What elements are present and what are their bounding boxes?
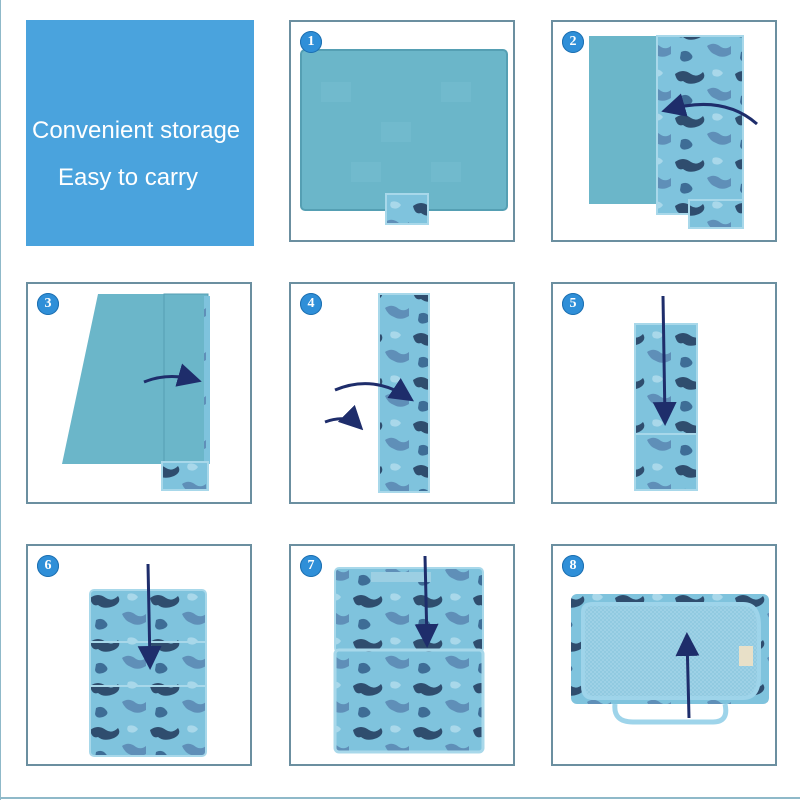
step-4-badge: 4 bbox=[300, 293, 322, 315]
fold-down-image bbox=[634, 295, 698, 491]
step-2-badge: 2 bbox=[562, 31, 584, 53]
banner-line-carry: Easy to carry bbox=[58, 164, 199, 191]
step-1-panel: 1 bbox=[289, 20, 515, 242]
step-3-badge: 3 bbox=[37, 293, 59, 315]
step-2-panel: 2 bbox=[551, 20, 777, 242]
step-1-badge: 1 bbox=[300, 31, 322, 53]
step-6-panel: 6 bbox=[26, 544, 252, 766]
banner-line-storage: Convenient storage bbox=[32, 117, 241, 144]
long-strip-image bbox=[324, 293, 430, 493]
pouch-fold-image bbox=[333, 555, 485, 754]
step-7-panel: 7 bbox=[289, 544, 515, 766]
step-7-badge: 7 bbox=[300, 555, 322, 577]
closed-mat-image bbox=[571, 594, 769, 725]
info-banner: Convenient storage Easy to carry bbox=[26, 20, 254, 246]
step-3-panel: 3 bbox=[26, 282, 252, 504]
fold-right-image bbox=[589, 35, 758, 229]
flat-mat-image bbox=[300, 49, 508, 225]
left-border-line bbox=[0, 0, 1, 800]
step-6-badge: 6 bbox=[37, 555, 59, 577]
fold-left-image bbox=[62, 293, 210, 491]
step-4-panel: 4 bbox=[289, 282, 515, 504]
step-5-panel: 5 bbox=[551, 282, 777, 504]
step-5-badge: 5 bbox=[562, 293, 584, 315]
bottom-border-line bbox=[0, 797, 800, 799]
fold-again-image bbox=[89, 563, 207, 757]
step-8-badge: 8 bbox=[562, 555, 584, 577]
step-8-panel: 8 bbox=[551, 544, 777, 766]
